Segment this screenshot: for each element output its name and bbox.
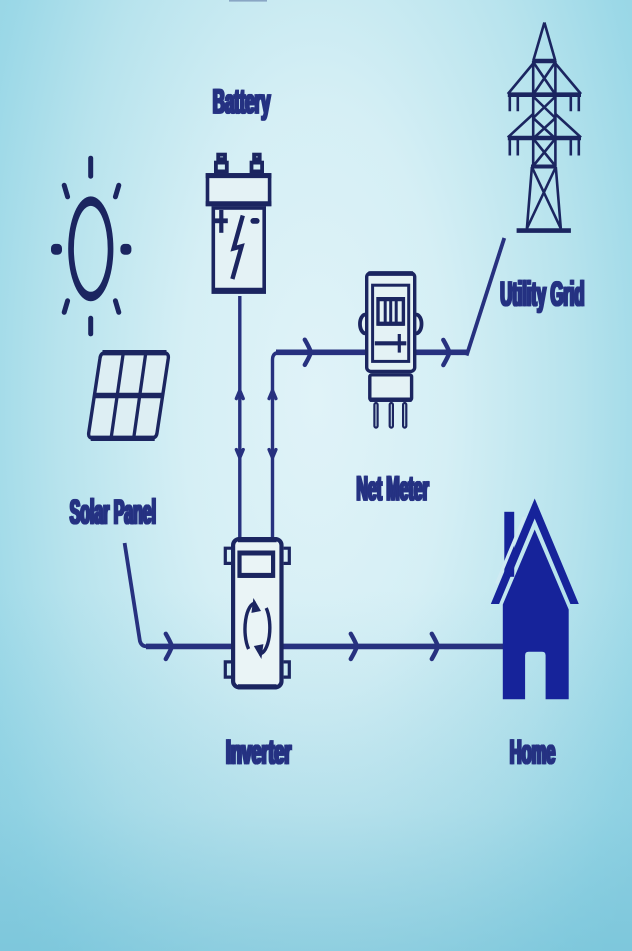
svg-text:Inverter: Inverter <box>227 732 293 771</box>
svg-text:Solar Panel: Solar Panel <box>69 493 155 531</box>
svg-text:Battery: Battery <box>214 83 272 121</box>
svg-text:Solar Panel: Solar Panel <box>70 493 156 531</box>
svg-text:Home: Home <box>511 733 557 771</box>
svg-text:Net Meter: Net Meter <box>357 469 429 507</box>
svg-text:Utility Grid: Utility Grid <box>500 275 584 313</box>
svg-text:Inverter: Inverter <box>225 732 291 771</box>
svg-text:Home: Home <box>509 733 555 771</box>
svg-text:Utility Grid: Utility Grid <box>501 275 585 313</box>
svg-text:Battery: Battery <box>212 83 270 121</box>
svg-text:Net Meter: Net Meter <box>356 469 428 507</box>
